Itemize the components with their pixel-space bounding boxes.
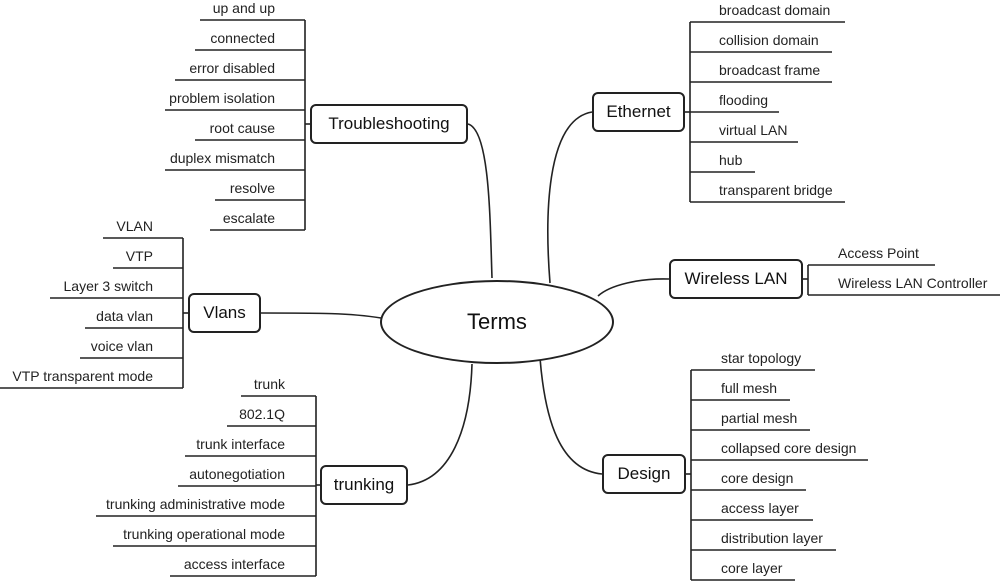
branch-label: Wireless LAN [684,269,788,288]
leaf-term[interactable]: core design [721,470,794,486]
central-node-label: Terms [467,309,527,334]
branch-label: Ethernet [606,102,671,121]
leaf-term[interactable]: error disabled [189,60,275,76]
central-node-terms[interactable]: Terms [380,280,614,364]
leaf-term[interactable]: Access Point [838,245,919,261]
leaf-term[interactable]: duplex mismatch [169,150,275,166]
leaf-term[interactable]: hub [719,152,743,168]
leaf-term[interactable]: virtual LAN [719,122,788,138]
leaf-term[interactable]: distribution layer [721,530,823,546]
connector-vlans [260,312,382,319]
connector-design [539,357,603,475]
branch-node-design[interactable]: Design [602,454,686,494]
leaf-term[interactable]: voice vlan [90,338,153,354]
leaf-term[interactable]: escalate [222,210,275,226]
leaf-term[interactable]: collapsed core design [721,440,857,456]
leaf-term[interactable]: trunking administrative mode [106,496,285,512]
leaf-term[interactable]: root cause [209,120,275,136]
leaf-term[interactable]: full mesh [721,380,778,396]
branch-node-troubleshooting[interactable]: Troubleshooting [310,104,468,144]
branch-label: Vlans [203,303,246,322]
leaf-term[interactable]: resolve [229,180,275,196]
branch-label: trunking [333,475,395,494]
branch-node-wireless-lan[interactable]: Wireless LAN [669,259,803,299]
leaf-term[interactable]: VTP transparent mode [12,368,153,384]
leaf-term[interactable]: Layer 3 switch [63,278,153,294]
leaf-term[interactable]: up and up [212,0,275,16]
connector-ethernet [547,111,593,284]
branch-node-vlans[interactable]: Vlans [188,293,261,333]
leaf-term[interactable]: trunk [253,376,285,392]
leaf-term[interactable]: VLAN [116,218,153,234]
leaf-term[interactable]: 802.1Q [239,406,285,422]
leaf-term[interactable]: autonegotiation [189,466,285,482]
branch-label: Troubleshooting [328,114,450,133]
connector-trunking [407,363,473,486]
leaf-term[interactable]: broadcast domain [719,2,831,18]
leaf-term[interactable]: access interface [183,556,285,572]
branch-node-trunking[interactable]: trunking [320,465,408,505]
leaf-term[interactable]: partial mesh [721,410,798,426]
leaf-term[interactable]: flooding [719,92,769,108]
leaf-term[interactable]: data vlan [96,308,153,324]
connector-troubleshooting [467,123,493,279]
branch-label: Design [617,464,671,483]
leaf-term[interactable]: problem isolation [169,90,275,106]
leaf-term[interactable]: core layer [721,560,783,576]
leaf-term[interactable]: access layer [721,500,799,516]
leaf-term[interactable]: trunking operational mode [123,526,285,542]
connector-wireless-lan [597,278,670,297]
leaf-term[interactable]: connected [210,30,275,46]
leaf-term[interactable]: star topology [721,350,802,366]
leaf-term[interactable]: transparent bridge [719,182,833,198]
leaf-term[interactable]: trunk interface [196,436,285,452]
leaf-term[interactable]: VTP [125,248,153,264]
branch-node-ethernet[interactable]: Ethernet [592,92,685,132]
leaf-term[interactable]: broadcast frame [719,62,821,78]
leaf-term[interactable]: collision domain [719,32,819,48]
leaf-term[interactable]: Wireless LAN Controller [838,275,988,291]
